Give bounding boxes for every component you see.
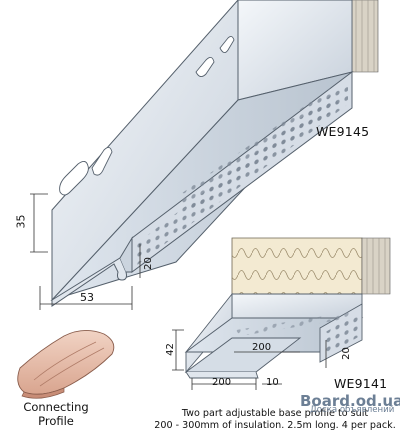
small-profile-illustration xyxy=(184,237,391,379)
mounting-slots xyxy=(59,35,235,196)
connecting-profile-line1: Connecting xyxy=(23,400,89,414)
small-dimension-lines xyxy=(172,329,327,390)
product-code-main: WE9145 xyxy=(316,124,370,139)
watermark-site: Board.od.ua xyxy=(300,392,400,410)
watermark-tagline: Доска объявлений xyxy=(310,405,395,415)
connecting-profile-line2: Profile xyxy=(38,414,74,428)
product-caption: Two part adjustable base profile to suit… xyxy=(150,408,400,432)
main-profile-illustration xyxy=(50,0,379,307)
dimension-inner-small: 200 xyxy=(252,342,272,353)
main-dimension-lines xyxy=(30,193,141,310)
insulation-block-small xyxy=(231,237,391,295)
connecting-profile-label: Connecting Profile xyxy=(6,400,106,428)
dimension-height-main: 35 xyxy=(14,214,28,229)
caption-line2: 200 - 300mm of insulation. 2.5m long. 4 … xyxy=(154,420,396,431)
dimension-offset-small: 10 xyxy=(266,377,279,388)
caption-line1: Two part adjustable base profile to suit xyxy=(181,408,369,419)
dimension-lower-small: 200 xyxy=(212,377,232,388)
dimension-height-small: 42 xyxy=(164,343,176,356)
connecting-profile-illustration xyxy=(17,330,115,399)
dimension-lip-small: 20 xyxy=(340,347,352,360)
product-code-small: WE9141 xyxy=(334,376,388,391)
dimension-lip-main: 20 xyxy=(142,257,154,270)
dimension-width-main: 53 xyxy=(80,291,94,304)
